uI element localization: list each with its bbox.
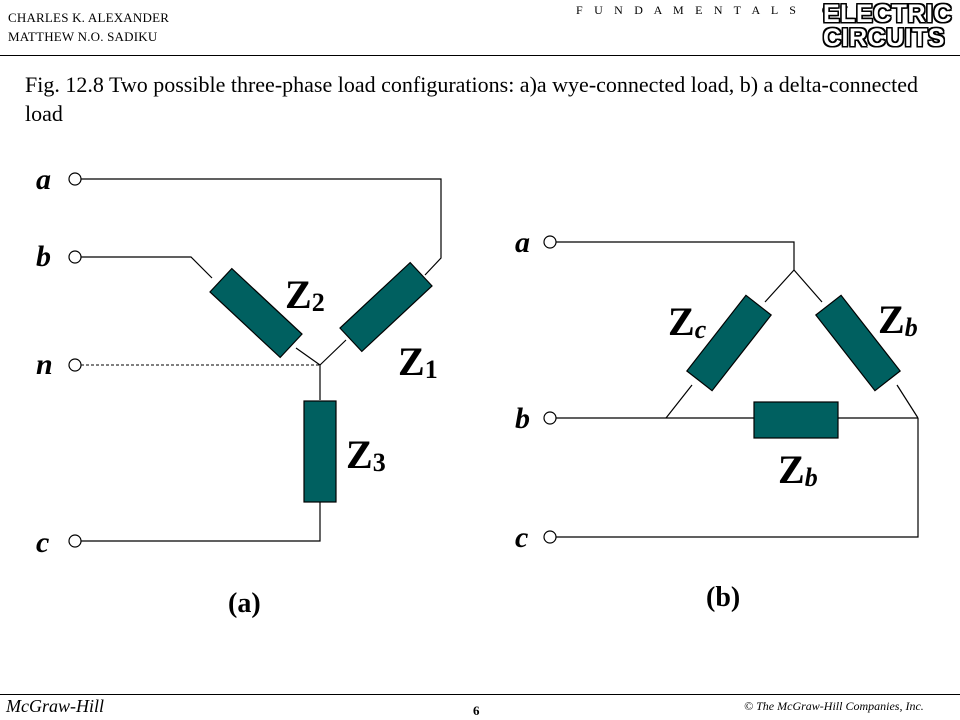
wire-z2-node [295,347,321,366]
wire-apex-zb [793,269,823,303]
wire-apex-zc [764,269,795,303]
wire-z1-node [319,339,347,366]
author-name: CHARLES K. ALEXANDER [8,10,170,25]
impedance-z1 [339,261,433,353]
impedance-zb [814,294,902,392]
copyright-notice: © The McGraw-Hill Companies, Inc. [744,699,924,713]
logo-line: ELECTRIC [823,0,952,28]
header-rule [0,55,960,56]
part-b-label: (b) [706,582,740,613]
terminal-circle-b [543,411,557,425]
terminal-circle-n [68,358,82,372]
wire-zb-right [896,384,919,419]
impedance-zb-bottom [753,401,839,439]
impedance-label-zb: Zb [878,297,918,342]
terminal-b-label: b [515,402,530,435]
terminal-c-label: c [515,521,528,554]
wire-zc-left [665,384,693,419]
impedance-label-z2: Z2 [285,272,325,317]
terminal-b-label: b [36,240,51,273]
publisher-name: McGraw-Hill [6,696,104,716]
impedance-label-z3: Z3 [346,432,386,477]
terminal-circle-a [68,172,82,186]
impedance-zc [685,294,773,392]
terminal-circle-a [543,235,557,249]
terminal-circle-c [68,534,82,548]
terminal-a-label: a [36,163,51,196]
terminal-c-label: c [36,526,49,559]
part-a-label: (a) [228,588,261,619]
wire-c [81,502,321,542]
book-logo: ELECTRIC CIRCUITS [823,0,952,52]
terminal-a-label: a [515,226,530,259]
wire-a [81,178,442,276]
wire-a [556,241,795,270]
delta-diagram [543,235,919,544]
terminal-circle-b [68,250,82,264]
series-title: F U N D A M E N T A L S O F [576,3,853,17]
page-number: 6 [473,703,480,718]
terminal-n-label: n [36,348,53,381]
impedance-z3 [303,400,337,503]
wye-diagram [68,172,442,548]
terminal-circle-c [543,530,557,544]
author-block: CHARLES K. ALEXANDER MATTHEW N.O. SADIKU [8,8,169,46]
impedance-label-z1: Z1 [398,339,438,384]
figure-caption: Fig. 12.8 Two possible three-phase load … [25,72,919,126]
impedance-z2 [209,267,303,359]
footer-rule [0,694,960,695]
impedance-label-zb-bottom: Zb [778,447,818,492]
wire-b [81,256,213,279]
impedance-label-zc: Zc [668,299,707,344]
wire-c [556,418,919,538]
author-name: MATTHEW N.O. SADIKU [8,29,158,44]
logo-line: CIRCUITS [823,24,946,52]
